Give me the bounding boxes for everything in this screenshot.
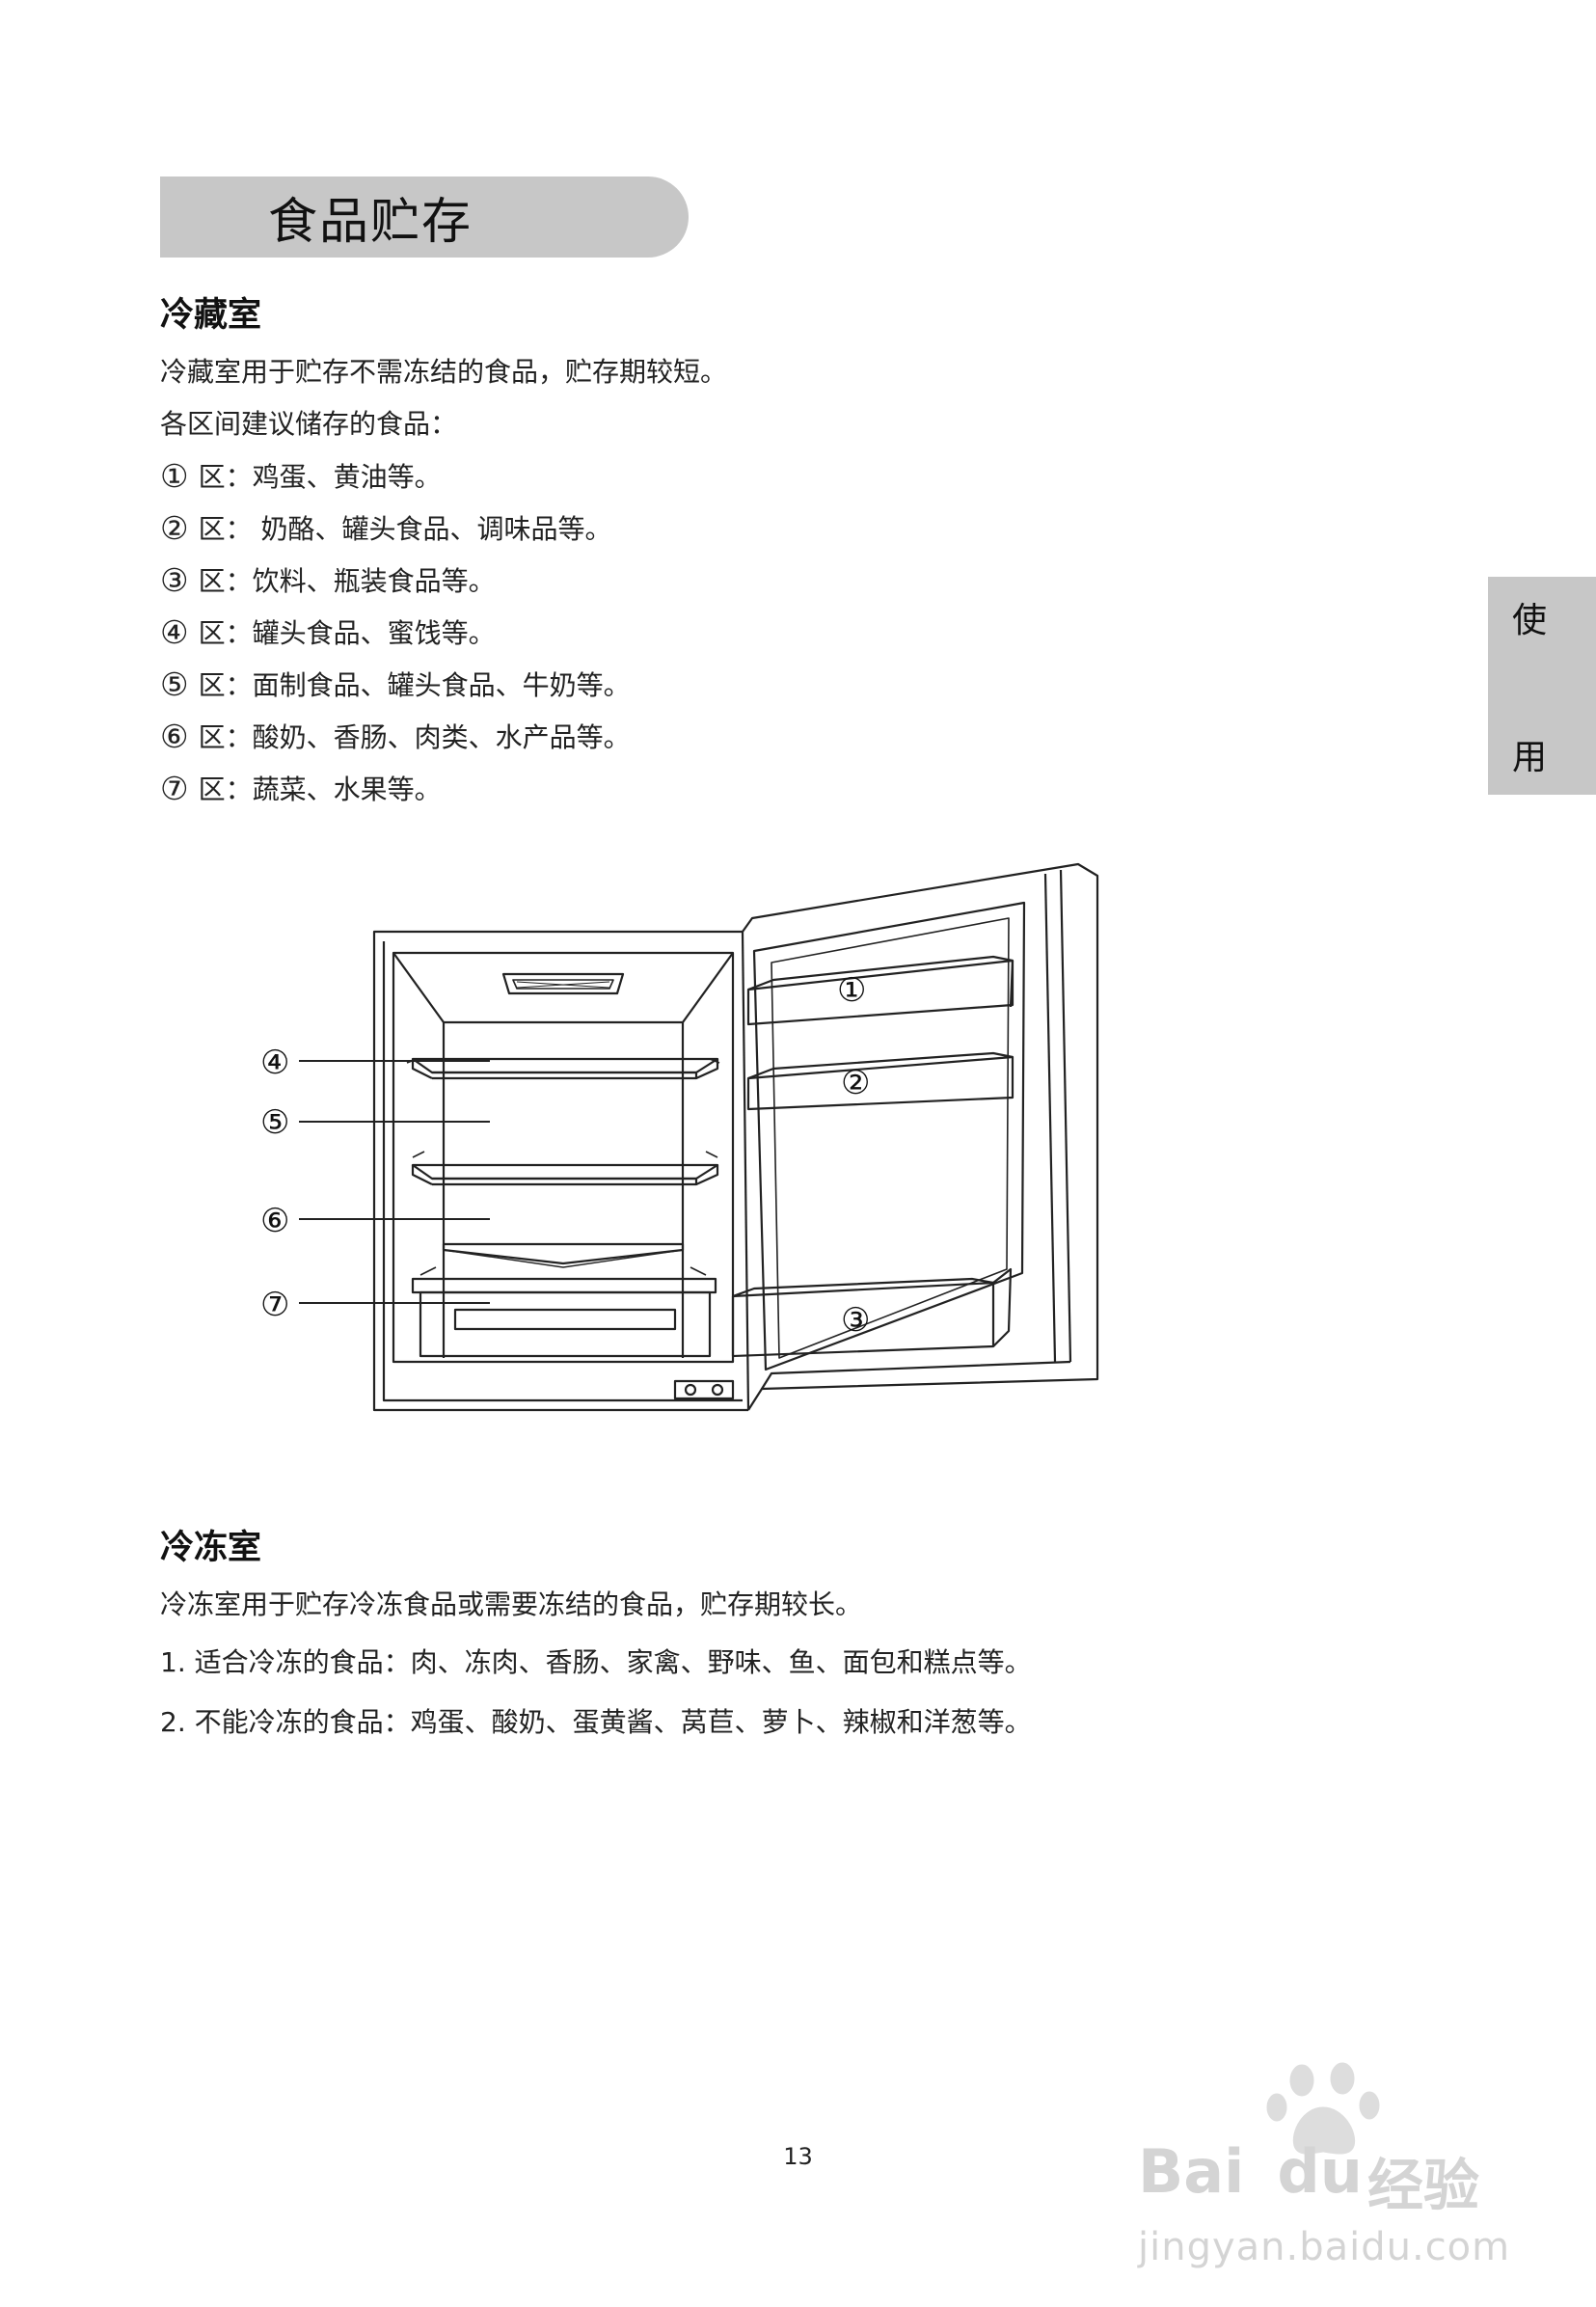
fridge-diagram: ① ② ③ ④ ⑤ ⑥ ⑦: [260, 862, 1099, 1412]
section-title-bar: 食品贮存: [160, 176, 689, 258]
crisper-cover: [419, 1242, 707, 1276]
callout-2: ②: [841, 1064, 870, 1102]
side-tab: 使 用: [1488, 577, 1596, 795]
callout-7: ⑦: [260, 1286, 289, 1324]
zone-item: ① 区：鸡蛋、黄油等。: [160, 449, 631, 502]
page-number: 13: [783, 2143, 813, 2170]
page-title: 食品贮存: [268, 194, 473, 251]
hinge-box: [673, 1379, 735, 1400]
zone-text: 区：蔬菜、水果等。: [198, 774, 442, 805]
door-bin-3: [731, 1267, 1013, 1358]
zone-marker: ④: [160, 612, 189, 651]
zone-item: ⑦ 区：蔬菜、水果等。: [160, 762, 631, 814]
callout-1: ①: [837, 971, 866, 1010]
zone-marker: ③: [160, 560, 189, 599]
fridge-list-intro: 各区间建议储存的食品：: [160, 408, 458, 440]
zone-marker: ①: [160, 456, 189, 495]
crisper-drawer: [411, 1277, 717, 1358]
zone-marker: ⑤: [160, 665, 189, 703]
zone-item: ② 区： 奶酪、罐头食品、调味品等。: [160, 502, 631, 554]
door-bin-2: [746, 1051, 1014, 1111]
watermark-brand-du: du: [1277, 2136, 1363, 2207]
freezer-intro: 冷冻室用于贮存冷冻食品或需要冻结的食品，贮存期较长。: [160, 1588, 863, 1620]
cabinet-frame: [372, 930, 748, 1412]
side-tab-char-1: 使: [1511, 601, 1547, 640]
fridge-heading: 冷藏室: [160, 296, 262, 335]
zone-item: ⑤ 区：面制食品、罐头食品、牛奶等。: [160, 658, 631, 710]
door: [741, 862, 1099, 1411]
paw-icon: [1263, 2059, 1383, 2158]
zone-text: 区： 奶酪、罐头食品、调味品等。: [198, 513, 612, 545]
zone-item: ⑥ 区：酸奶、香肠、肉类、水产品等。: [160, 710, 631, 762]
zone-text: 区：罐头食品、蜜饯等。: [198, 617, 496, 649]
callout-3: ③: [841, 1301, 870, 1340]
zone-list: ① 区：鸡蛋、黄油等。 ② 区： 奶酪、罐头食品、调味品等。 ③ 区：饮料、瓶装…: [160, 449, 631, 814]
freezer-line-2: 2. 不能冷冻的食品：鸡蛋、酸奶、蛋黄酱、莴苣、萝卜、辣椒和洋葱等。: [160, 1706, 1032, 1738]
watermark-brand-cn: 经验: [1367, 2153, 1480, 2218]
door-bin-1: [746, 955, 1014, 1026]
zone-text: 区：面制食品、罐头食品、牛奶等。: [198, 669, 631, 701]
callout-5: ⑤: [260, 1103, 289, 1142]
side-tab-char-2: 用: [1511, 738, 1547, 777]
callout-6: ⑥: [260, 1202, 289, 1240]
freezer-line-1: 1. 适合冷冻的食品：肉、冻肉、香肠、家禽、野味、鱼、面包和糕点等。: [160, 1646, 1032, 1678]
cabinet-liner: [392, 951, 735, 1364]
shelf-middle: [411, 1151, 719, 1186]
callout-lines: [299, 1060, 490, 1304]
light-housing: [501, 972, 625, 995]
zone-marker: ⑥: [160, 717, 189, 755]
zone-marker: ⑦: [160, 769, 189, 807]
callout-4: ④: [260, 1044, 289, 1082]
fridge-intro: 冷藏室用于贮存不需冻结的食品，贮存期较短。: [160, 356, 728, 388]
zone-item: ④ 区：罐头食品、蜜饯等。: [160, 606, 631, 658]
watermark-brand-bai: Bai: [1138, 2136, 1245, 2207]
zone-text: 区：鸡蛋、黄油等。: [198, 461, 442, 493]
freezer-heading: 冷冻室: [160, 1529, 262, 1567]
shelf-upper: [406, 1057, 720, 1080]
watermark-url: jingyan.baidu.com: [1138, 2225, 1511, 2269]
zone-text: 区：酸奶、香肠、肉类、水产品等。: [198, 721, 631, 753]
zone-text: 区：饮料、瓶装食品等。: [198, 565, 496, 597]
zone-marker: ②: [160, 508, 189, 547]
zone-item: ③ 区：饮料、瓶装食品等。: [160, 554, 631, 606]
